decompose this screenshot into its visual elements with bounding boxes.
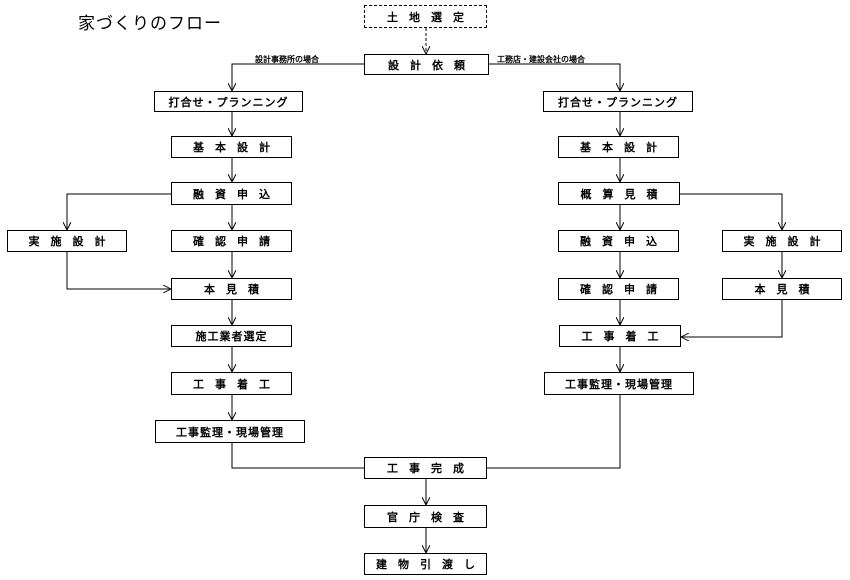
node-left-loan-application: 融資申込 [171,182,292,205]
node-right-loan-application: 融資申込 [558,230,679,252]
edge-r-rough-detail [680,193,782,230]
node-right-construction-start: 工事着工 [559,325,681,347]
diagram-title: 家づくりのフロー [78,14,222,34]
edge-l-loan-detail [67,193,171,230]
branch-label-design-office: 設計事務所の場合 [255,55,319,64]
branch-label-builder: 工務店・建設会社の場合 [497,55,585,64]
node-left-confirmation-application: 確認申請 [171,230,292,252]
node-left-planning: 打合せ・プランニング [154,91,303,112]
node-left-detailed-design: 実施設計 [7,230,127,252]
node-design-request: 設計依頼 [364,54,489,75]
node-construction-complete: 工事完成 [364,457,487,479]
node-right-planning: 打合せ・プランニング [543,91,693,112]
node-land-selection: 土地選定 [364,5,487,28]
node-left-final-estimate: 本見積 [171,278,292,300]
edge-request-r-plan [489,63,620,91]
node-right-final-estimate: 本見積 [722,278,842,300]
node-right-supervision: 工事監理・現場管理 [544,372,694,395]
node-left-basic-design: 基本設計 [171,136,292,158]
edge-r-supervise-complete [487,395,621,469]
node-left-construction-start: 工事着工 [171,372,292,395]
node-left-supervision: 工事監理・現場管理 [155,420,305,443]
edge-l-supervise-complete [231,443,364,469]
node-government-inspection: 官庁検査 [364,505,487,528]
node-left-contractor-selection: 施工業者選定 [171,325,292,347]
node-building-handover: 建物引渡し [364,553,487,575]
node-right-basic-design: 基本設計 [558,136,679,158]
node-right-detailed-design: 実施設計 [722,230,842,252]
node-right-confirmation-application: 確認申請 [558,278,679,300]
edge-l-detail-estimate [66,252,171,289]
node-right-rough-estimate: 概算見積 [558,182,680,205]
edge-request-l-plan [232,63,364,91]
edge-r-estimate-start [681,300,783,337]
